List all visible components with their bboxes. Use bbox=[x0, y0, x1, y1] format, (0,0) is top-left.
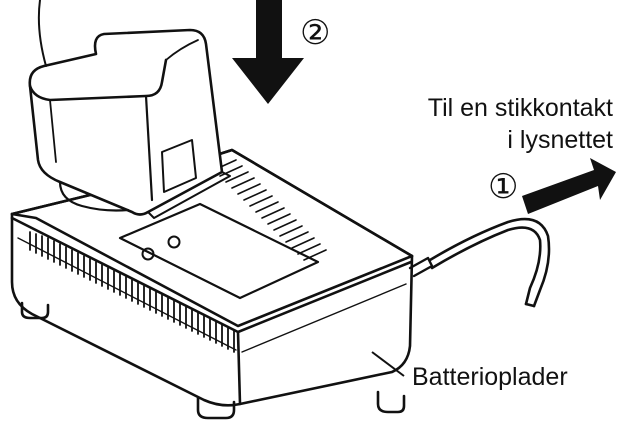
battery-slot bbox=[118, 202, 320, 300]
step-1-marker: ① bbox=[488, 168, 518, 206]
top-vents bbox=[213, 159, 327, 261]
charger-label: Batterioplader bbox=[412, 363, 568, 391]
outlet-label-line2: i lysnettet bbox=[507, 126, 613, 154]
step-2-marker: ② bbox=[300, 14, 330, 52]
outlet-arrow bbox=[522, 158, 616, 214]
pointer-leader bbox=[37, 0, 47, 67]
charger-feet bbox=[20, 301, 406, 420]
power-cord bbox=[408, 217, 551, 308]
battery-pack bbox=[28, 28, 231, 219]
charger-leader bbox=[371, 351, 405, 377]
front-vents bbox=[29, 231, 235, 353]
insert-arrow bbox=[232, 0, 304, 104]
outlet-label-line1: Til en stikkontakt bbox=[428, 94, 613, 122]
